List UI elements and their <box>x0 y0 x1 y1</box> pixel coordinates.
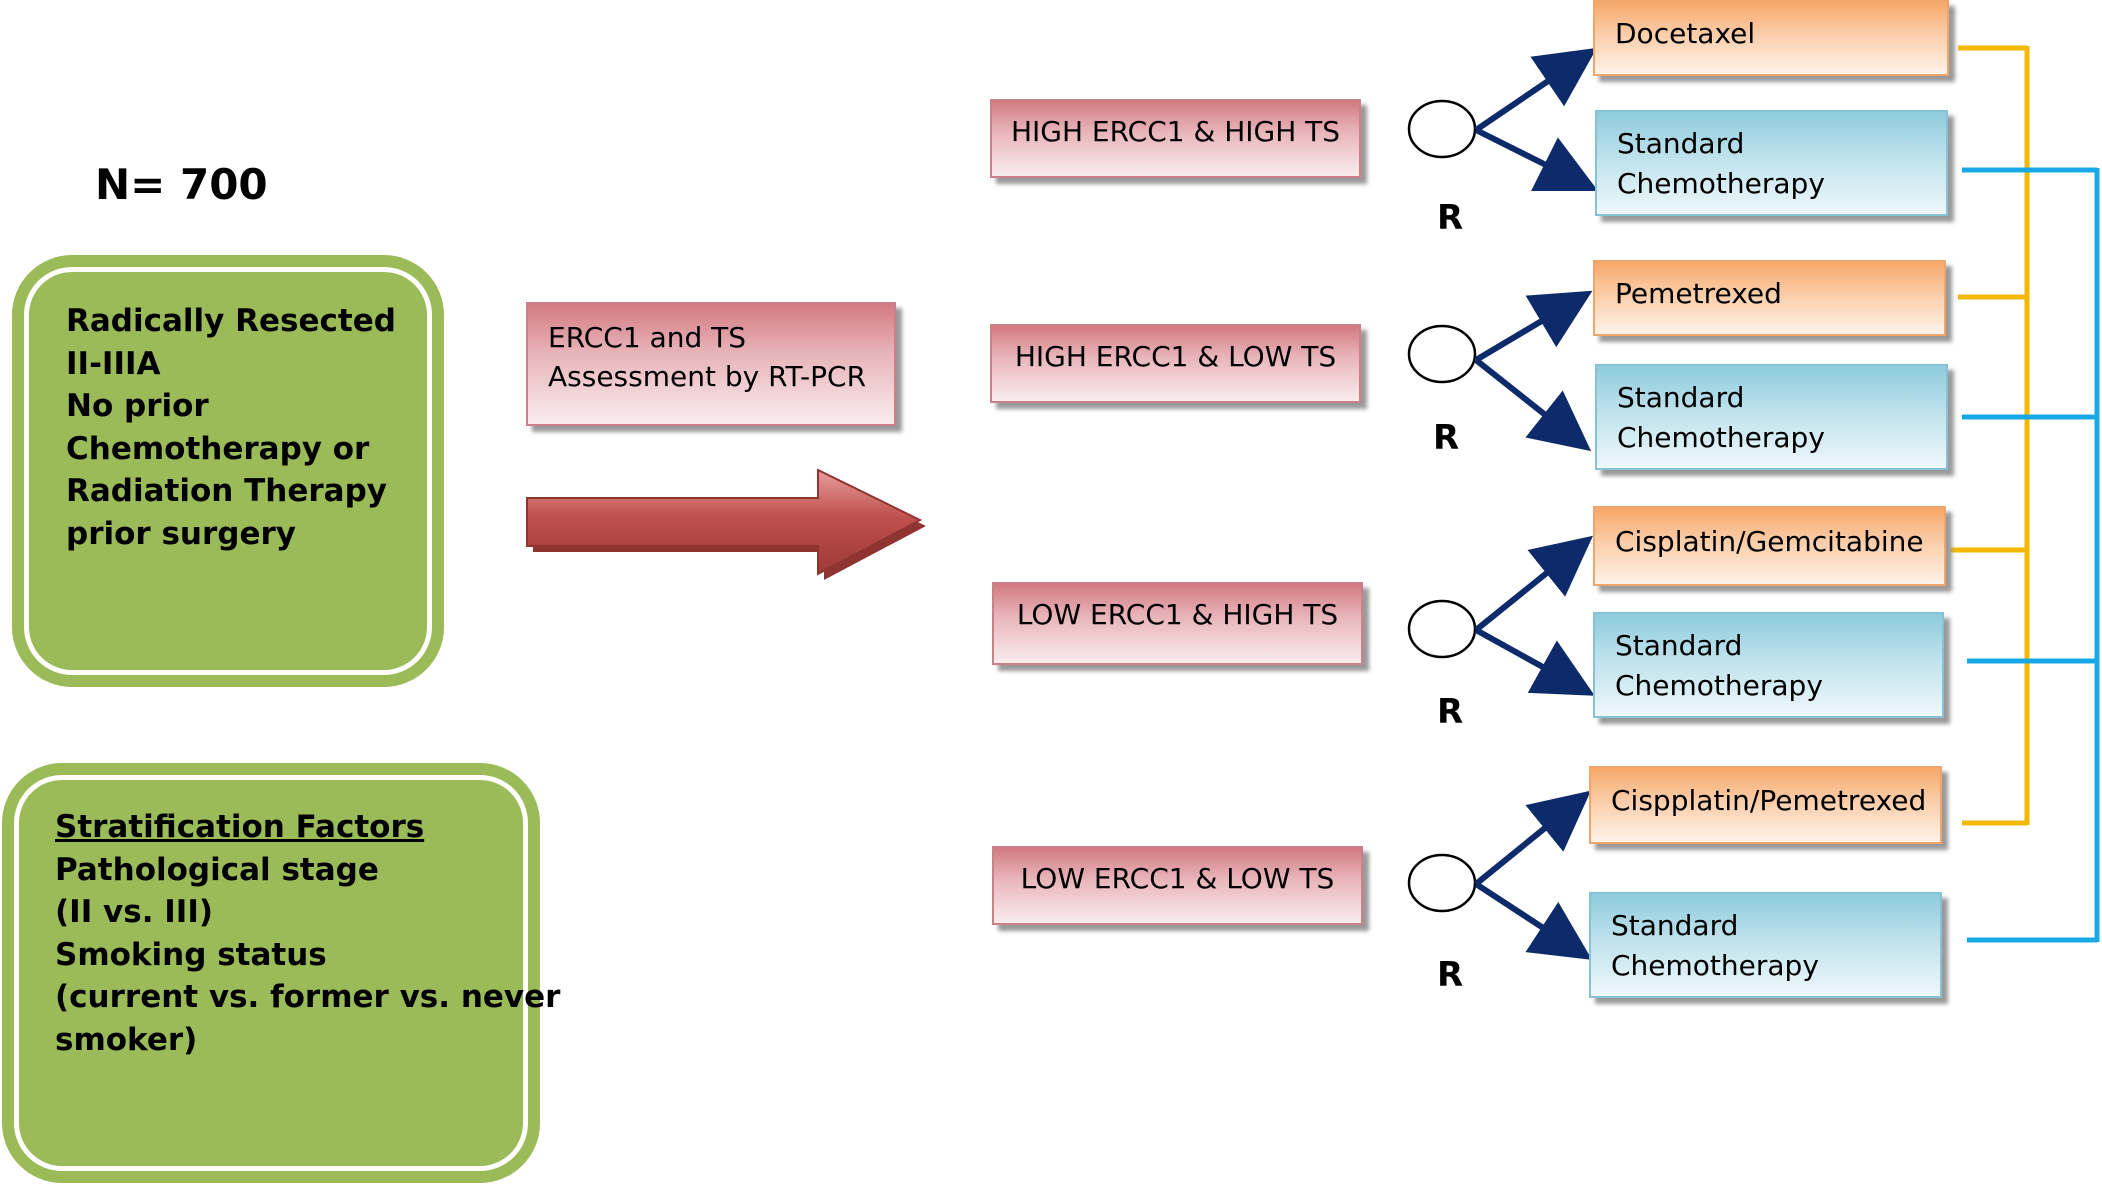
eligibility-line: No prior <box>66 388 209 424</box>
stratification-box-border <box>14 775 528 1171</box>
experimental-arm-cisplatin-gemcitabine: Cisplatin/Gemcitabine <box>1593 506 1946 586</box>
branch-arrow <box>1474 290 1593 363</box>
arm-label: Chemotherapy <box>1615 669 1823 702</box>
group-box-low-low: LOW ERCC1 & LOW TS <box>992 846 1363 925</box>
group-box-low-high: LOW ERCC1 & HIGH TS <box>992 582 1363 665</box>
randomization-circle <box>1407 324 1477 384</box>
arm-label: Cisplatin/Gemcitabine <box>1615 525 1924 558</box>
randomization-label: R <box>1437 692 1464 732</box>
randomization-label: R <box>1437 198 1464 238</box>
eligibility-text: Radically Resected II-IIIA No prior Chem… <box>66 300 396 555</box>
arm-label: Standard <box>1611 909 1739 942</box>
randomization-label: R <box>1433 418 1460 458</box>
stratification-line: (II vs. III) <box>55 894 214 930</box>
group-label: LOW ERCC1 & HIGH TS <box>1016 598 1339 631</box>
control-arm-1: Standard Chemotherapy <box>1595 110 1948 216</box>
arm-label: Chemotherapy <box>1611 949 1819 982</box>
arm-label: Standard <box>1615 629 1743 662</box>
arm-label: Chemotherapy <box>1617 167 1825 200</box>
stratification-box: Stratification Factors Pathological stag… <box>2 763 560 1183</box>
arm-label: Standard <box>1617 127 1745 160</box>
branch-arrow <box>1474 357 1592 452</box>
eligibility-line: II-IIIA <box>66 345 161 382</box>
eligibility-line: Radically Resected <box>66 303 396 339</box>
branch-arrow <box>1474 47 1597 133</box>
group-label: HIGH ERCC1 & LOW TS <box>1014 340 1337 373</box>
group-label: HIGH ERCC1 & HIGH TS <box>1010 115 1341 148</box>
control-arm-2: Standard Chemotherapy <box>1595 364 1948 470</box>
eligibility-box: Radically Resected II-IIIA No prior Chem… <box>12 255 444 687</box>
control-arm-4: Standard Chemotherapy <box>1589 892 1942 998</box>
branch-arrow <box>1474 127 1599 192</box>
experimental-arm-pemetrexed: Pemetrexed <box>1593 260 1946 336</box>
eligibility-line: Chemotherapy or <box>66 430 370 467</box>
assessment-line: Assessment by RT-PCR <box>548 360 867 393</box>
randomization-circle <box>1407 99 1477 159</box>
eligibility-line: prior surgery <box>66 515 297 552</box>
stratification-line: (current vs. former vs. never <box>55 979 561 1015</box>
arm-label: Pemetrexed <box>1615 277 1782 310</box>
group-label: LOW ERCC1 & LOW TS <box>1020 862 1335 895</box>
randomization-circle <box>1407 853 1477 913</box>
arm-label: Docetaxel <box>1615 17 1756 50</box>
branch-arrow <box>1474 535 1594 633</box>
arm-label: Chemotherapy <box>1617 421 1825 454</box>
experimental-arm-cispplatin-pemetrexed: Cispplatin/Pemetrexed <box>1589 766 1942 844</box>
experimental-arm-docetaxel: Docetaxel <box>1593 0 1949 76</box>
assessment-line: ERCC1 and TS <box>548 321 747 354</box>
branch-arrow <box>1474 627 1595 696</box>
group-box-high-low: HIGH ERCC1 & LOW TS <box>990 324 1361 403</box>
stratification-heading: Stratification Factors <box>55 809 425 845</box>
stratification-line: Smoking status <box>55 936 327 973</box>
group-box-high-high: HIGH ERCC1 & HIGH TS <box>990 99 1361 178</box>
randomization-label: R <box>1437 955 1464 995</box>
randomization-circle <box>1407 599 1477 659</box>
assessment-box: ERCC1 and TS Assessment by RT-PCR <box>526 302 896 426</box>
arm-label: Standard <box>1617 381 1745 414</box>
eligibility-line: Radiation Therapy <box>66 473 387 509</box>
stratification-line: Pathological stage <box>55 851 379 888</box>
control-arm-3: Standard Chemotherapy <box>1593 612 1944 718</box>
stratification-text: Stratification Factors Pathological stag… <box>55 806 560 1061</box>
sample-size-label: N= 700 <box>95 160 268 209</box>
branch-arrow <box>1474 881 1593 960</box>
eligibility-box-border <box>24 267 432 675</box>
stratification-line: smoker) <box>55 1021 198 1058</box>
control-bracket <box>1962 167 2100 943</box>
arm-label: Cispplatin/Pemetrexed <box>1611 784 1927 817</box>
process-arrow <box>526 468 926 580</box>
experimental-bracket <box>1950 45 2030 826</box>
branch-arrow <box>1474 790 1591 887</box>
